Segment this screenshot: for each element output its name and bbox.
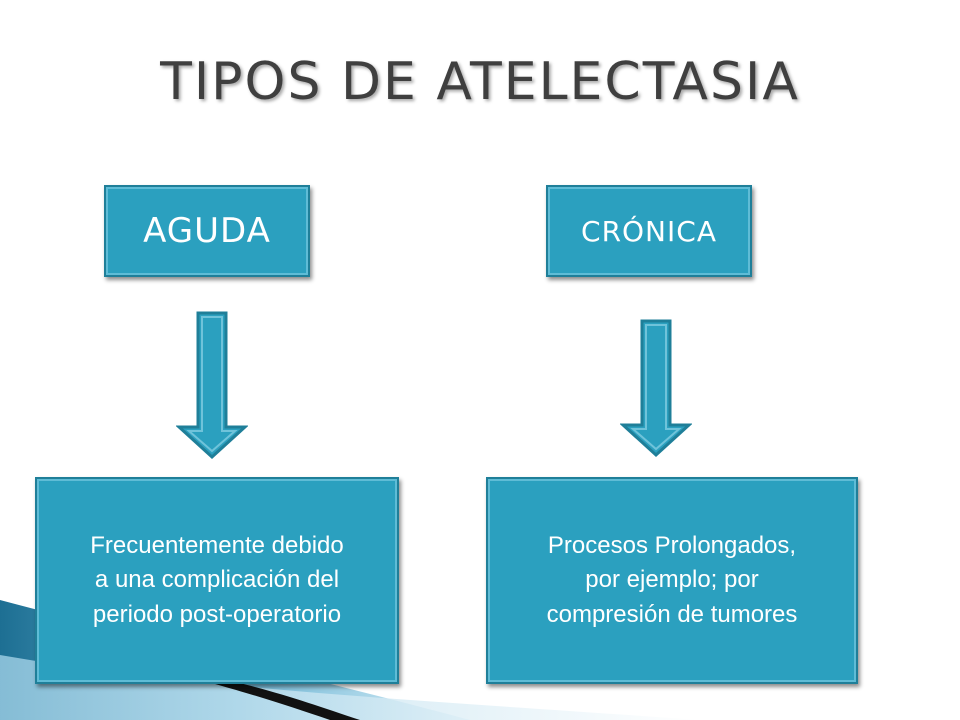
description-line: Procesos Prolongados, <box>547 532 797 560</box>
description-text-aguda: Frecuentemente debido a una complicación… <box>90 529 344 631</box>
description-line: periodo post-operatorio <box>92 600 342 628</box>
description-line: a una complicación del <box>94 566 340 594</box>
description-box-cronica: Procesos Prolongados, por ejemplo; por c… <box>486 477 858 684</box>
page-title: TIPOS DE ATELECTASIA <box>160 52 800 112</box>
description-line: compresión de tumores <box>546 600 798 628</box>
down-arrow-icon <box>176 311 248 460</box>
down-arrow-icon <box>620 319 692 458</box>
description-text-cronica: Procesos Prolongados, por ejemplo; por c… <box>547 529 798 631</box>
heading-box-cronica: CRÓNICA <box>546 185 752 277</box>
description-line: por ejemplo; por <box>585 566 759 594</box>
description-box-aguda: Frecuentemente debido a una complicación… <box>35 477 399 684</box>
heading-label-cronica: CRÓNICA <box>581 214 717 248</box>
heading-box-aguda: AGUDA <box>104 185 310 277</box>
description-line: Frecuentemente debido <box>90 532 344 560</box>
heading-label-aguda: AGUDA <box>143 211 271 251</box>
